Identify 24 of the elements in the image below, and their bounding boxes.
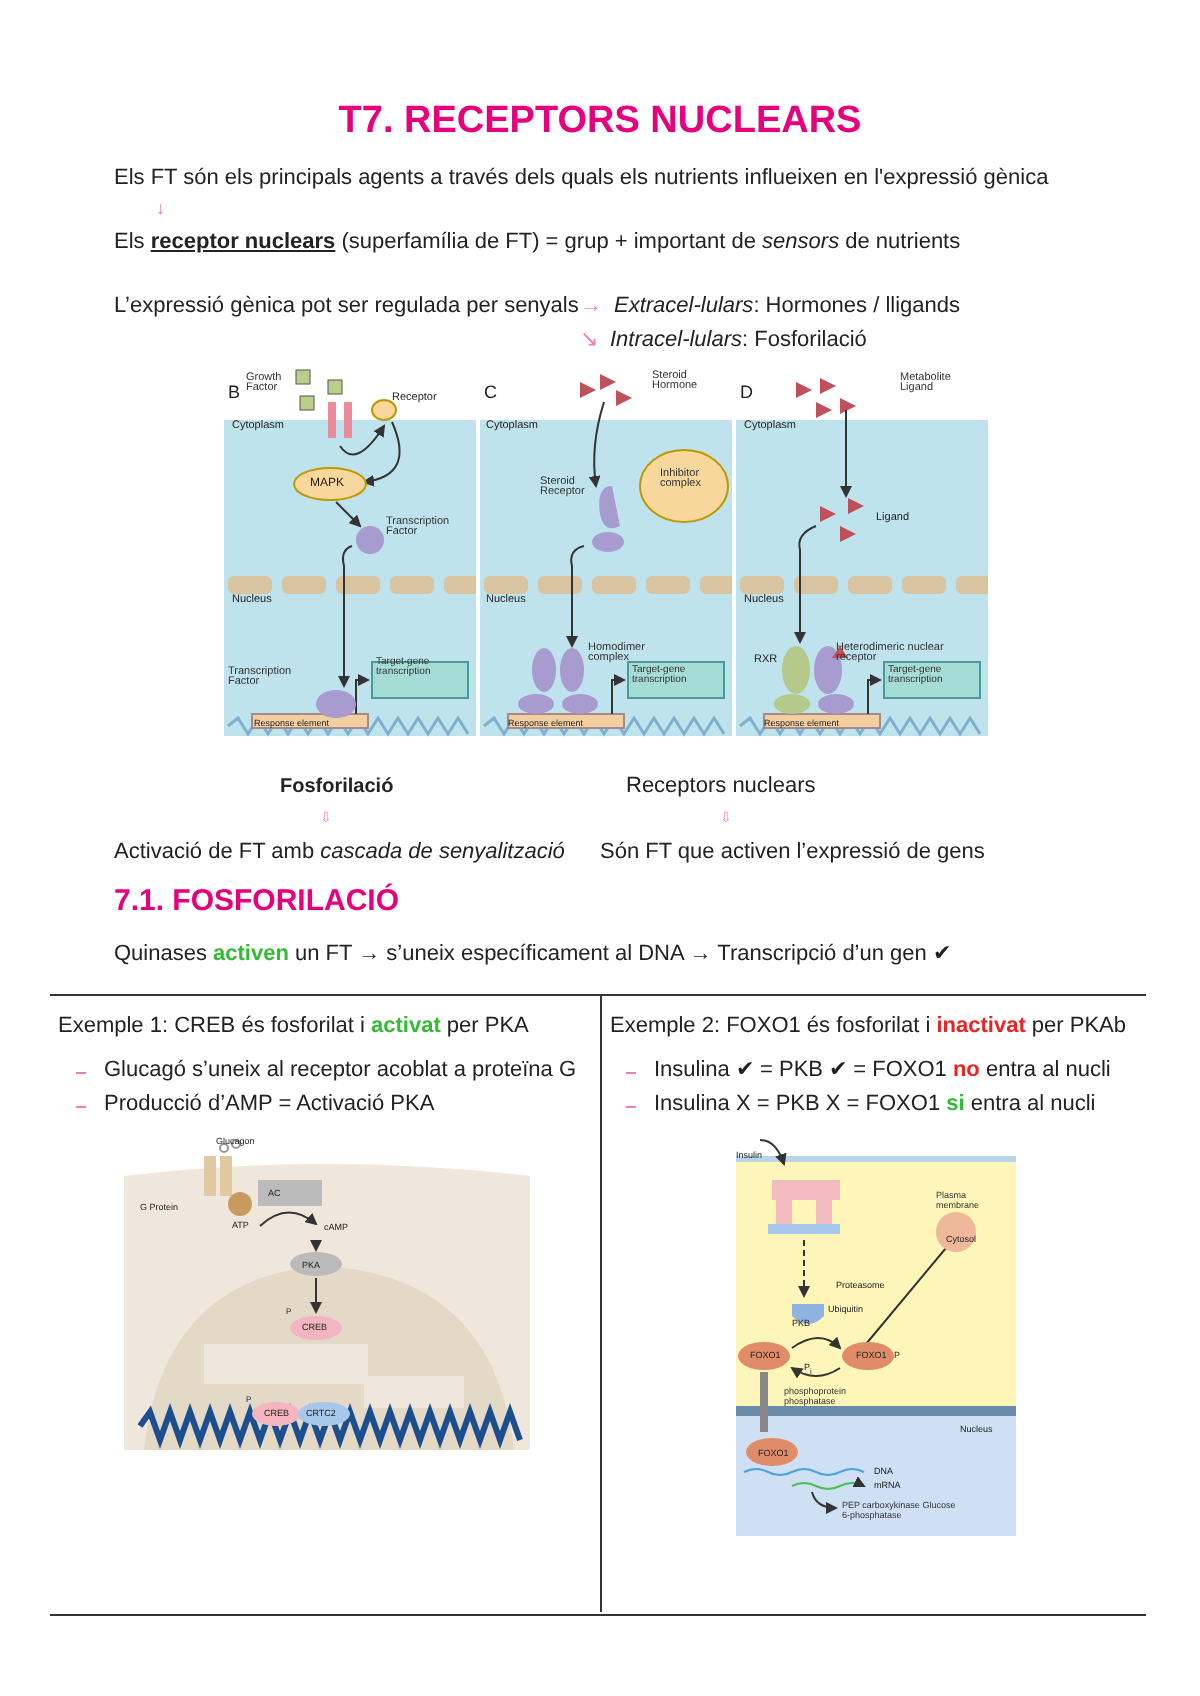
body-text: L’expressió gènica pot ser regulada per senyals: [114, 294, 579, 321]
body-text: Són FT que activen l’expressió de gens: [600, 840, 985, 867]
body-text: Activació de FT amb cascada de senyalització: [114, 840, 565, 867]
body-text: Intracel-lulars: Fosforilació: [610, 328, 867, 355]
caption-text: Fosforilació: [280, 776, 394, 799]
body-text: Quinases activen un FT → s’uneix específicament al DNA → Transcripció d’un gen ✔: [114, 942, 951, 969]
arrow-symbol: →: [580, 294, 602, 321]
caption-text: Receptors nuclears: [626, 774, 816, 801]
panel-letter: D: [740, 381, 753, 402]
example-heading: Exemple 2: FOXO1 és fosforilat i inactivat per PKAb: [610, 1014, 1127, 1041]
arrow-symbol: ↘: [580, 328, 598, 355]
bullet-text: Producció d’AMP = Activació PKA: [104, 1092, 435, 1119]
arrow-symbol: ↓: [156, 197, 165, 218]
body-text: Extracel-lulars: Hormones / lligands: [614, 294, 961, 321]
panel-letter: C: [484, 381, 497, 402]
section-heading: 7.1. FOSFORILACIÓ: [114, 884, 400, 919]
example-heading: Exemple 1: CREB és fosforilat i activat per PKA: [58, 1014, 529, 1041]
body-text: Els FT són els principals agents a través dels quals els nutrients influeixen en l'expressió gènica: [114, 166, 1049, 193]
panel-letter: B: [228, 381, 241, 402]
body-text: Els receptor nuclears (superfamília de FT) = grup + important de sensors de nutrients: [114, 230, 961, 257]
bullet-text: Glucagó s’uneix al receptor acoblat a proteïna G: [104, 1058, 577, 1085]
bullet-text: Insulina ✔ = PKB ✔ = FOXO1 no entra al nucli: [654, 1058, 1111, 1085]
bullet-text: Insulina X = PKB X = FOXO1 si entra al nucli: [654, 1092, 1096, 1119]
page-title: T7. RECEPTORS NUCLEARS: [336, 100, 864, 144]
